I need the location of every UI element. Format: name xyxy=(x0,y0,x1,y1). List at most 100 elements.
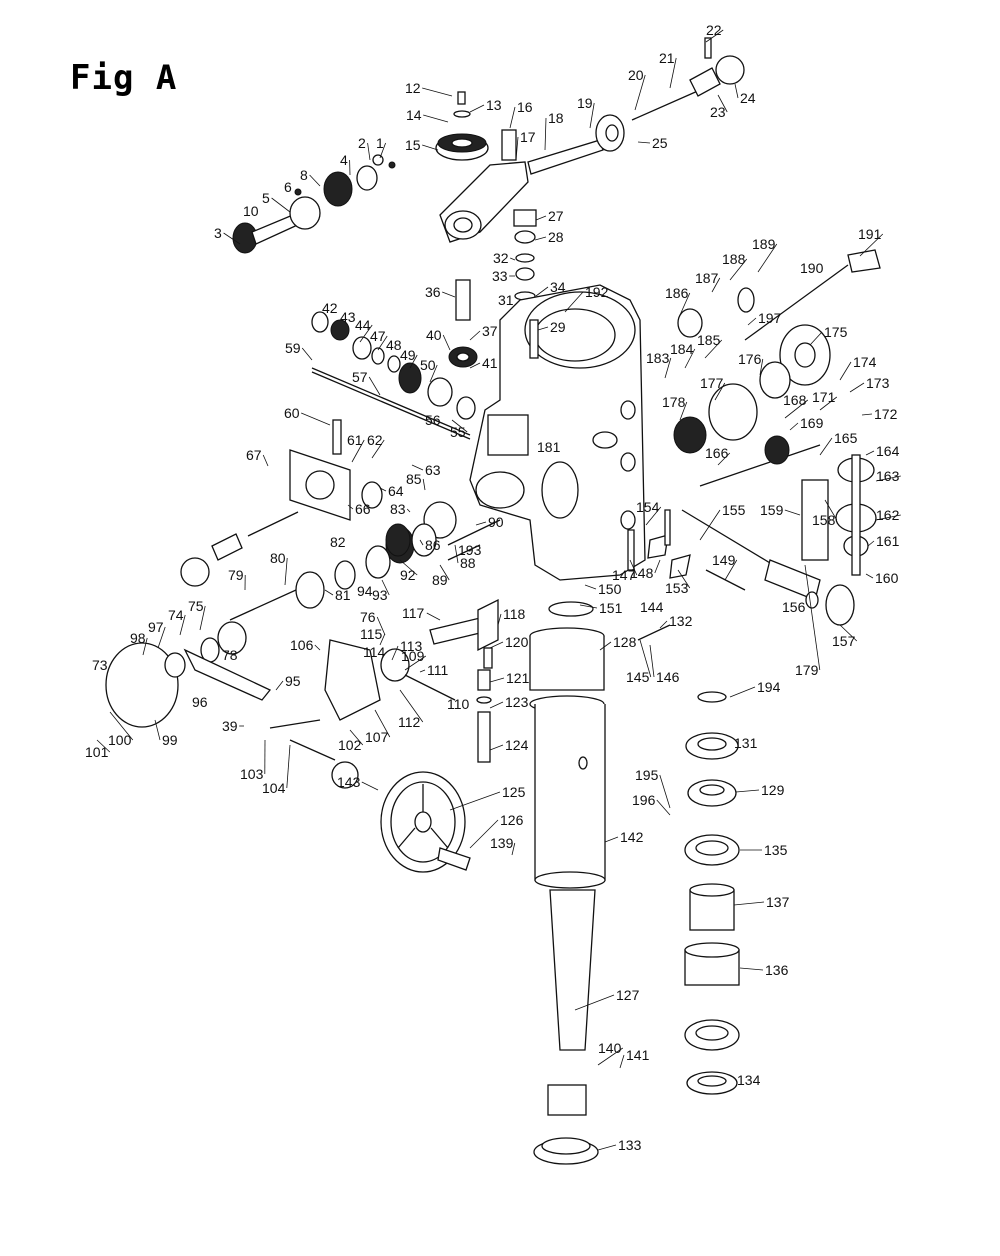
leader-line xyxy=(272,198,290,212)
part-number-label: 92 xyxy=(400,567,416,583)
part-number-label: 85 xyxy=(406,471,422,487)
part-number-label: 142 xyxy=(620,829,644,845)
leader-line xyxy=(470,331,480,340)
leader-line xyxy=(605,837,618,842)
leader-line xyxy=(420,670,425,672)
part-number-label: 160 xyxy=(875,570,899,586)
part-number-label: 159 xyxy=(760,502,784,518)
part-number-label: 158 xyxy=(812,512,836,528)
part-number-label: 169 xyxy=(800,415,824,431)
leader-line xyxy=(287,745,290,788)
part-number-label: 134 xyxy=(737,1072,761,1088)
part-number-label: 117 xyxy=(402,605,425,621)
figure-title: Fig A xyxy=(70,58,177,98)
leader-line xyxy=(407,509,410,512)
part-number-label: 194 xyxy=(757,679,781,695)
part-number-label: 151 xyxy=(599,600,623,616)
part-number-label: 43 xyxy=(340,309,356,325)
part-number-label: 76 xyxy=(360,609,376,625)
part-number-label: 187 xyxy=(695,270,719,286)
part-number-label: 5 xyxy=(262,190,270,206)
part-number-label: 181 xyxy=(537,439,561,455)
part-number-label: 196 xyxy=(632,792,656,808)
part-number-label: 161 xyxy=(876,533,900,549)
leader-line xyxy=(470,105,484,112)
part-number-label: 34 xyxy=(550,279,566,295)
part-number-label: 131 xyxy=(734,735,758,751)
part-number-label: 37 xyxy=(482,323,498,339)
part-number-label: 143 xyxy=(337,774,361,790)
part-number-label: 80 xyxy=(270,550,286,566)
part-number-label: 93 xyxy=(372,587,388,603)
part-number-label: 173 xyxy=(866,375,890,391)
part-number-label: 41 xyxy=(482,355,498,371)
leader-line xyxy=(302,348,312,360)
leader-line xyxy=(490,745,503,750)
part-number-label: 197 xyxy=(758,310,782,326)
leader-line xyxy=(862,414,872,415)
leader-line xyxy=(650,645,654,677)
part-number-label: 132 xyxy=(669,613,693,629)
leader-line xyxy=(866,574,873,578)
leader-line xyxy=(276,681,283,690)
leader-line xyxy=(700,510,720,540)
leader-line xyxy=(868,541,874,546)
leader-line xyxy=(427,613,440,620)
part-number-label: 64 xyxy=(388,483,404,499)
part-number-label: 184 xyxy=(670,341,694,357)
part-number-label: 113 xyxy=(400,638,423,654)
part-number-label: 145 xyxy=(626,669,650,685)
part-number-label: 39 xyxy=(222,718,238,734)
part-number-label: 94 xyxy=(357,583,373,599)
part-number-label: 2 xyxy=(358,135,366,151)
leader-line xyxy=(545,118,546,150)
part-number-label: 111 xyxy=(427,662,448,678)
part-number-label: 22 xyxy=(706,22,722,38)
part-number-label: 128 xyxy=(613,634,637,650)
part-number-label: 125 xyxy=(502,784,526,800)
part-number-label: 121 xyxy=(506,670,530,686)
part-number-label: 18 xyxy=(548,110,564,126)
part-number-label: 83 xyxy=(390,501,406,517)
part-number-label: 24 xyxy=(740,90,756,106)
part-number-label: 78 xyxy=(222,647,238,663)
leader-line xyxy=(423,479,425,490)
part-number-label: 178 xyxy=(662,394,686,410)
part-number-label: 190 xyxy=(800,260,824,276)
part-number-label: 129 xyxy=(761,782,785,798)
part-number-label: 115 xyxy=(360,626,383,642)
part-number-label: 137 xyxy=(766,894,790,910)
part-number-label: 63 xyxy=(425,462,441,478)
part-number-label: 189 xyxy=(752,236,776,252)
part-number-label: 49 xyxy=(400,347,416,363)
part-number-label: 12 xyxy=(405,80,421,96)
part-number-label: 40 xyxy=(426,327,442,343)
part-number-label: 192 xyxy=(585,284,609,300)
leader-line xyxy=(735,84,738,98)
part-number-label: 28 xyxy=(548,229,564,245)
part-number-label: 176 xyxy=(738,351,762,367)
part-number-label: 191 xyxy=(858,226,882,242)
leader-line xyxy=(655,560,660,573)
part-number-label: 149 xyxy=(712,552,736,568)
leader-line xyxy=(740,968,763,970)
part-number-label: 153 xyxy=(665,580,689,596)
part-number-label: 162 xyxy=(876,507,900,523)
part-number-label: 4 xyxy=(340,152,348,168)
part-number-label: 127 xyxy=(616,987,640,1003)
part-number-label: 112 xyxy=(398,714,421,730)
leader-line xyxy=(620,1055,624,1068)
part-number-label: 16 xyxy=(517,99,533,115)
part-number-label: 81 xyxy=(335,587,351,603)
leader-line xyxy=(315,645,320,650)
part-number-label: 148 xyxy=(630,565,654,581)
part-number-label: 177 xyxy=(700,375,724,391)
part-number-label: 96 xyxy=(192,694,208,710)
leader-line xyxy=(422,88,452,96)
part-number-label: 103 xyxy=(240,766,264,782)
part-number-label: 104 xyxy=(262,780,286,796)
part-number-label: 75 xyxy=(188,598,204,614)
leader-line xyxy=(490,702,503,708)
bearing-stack xyxy=(685,692,739,1094)
